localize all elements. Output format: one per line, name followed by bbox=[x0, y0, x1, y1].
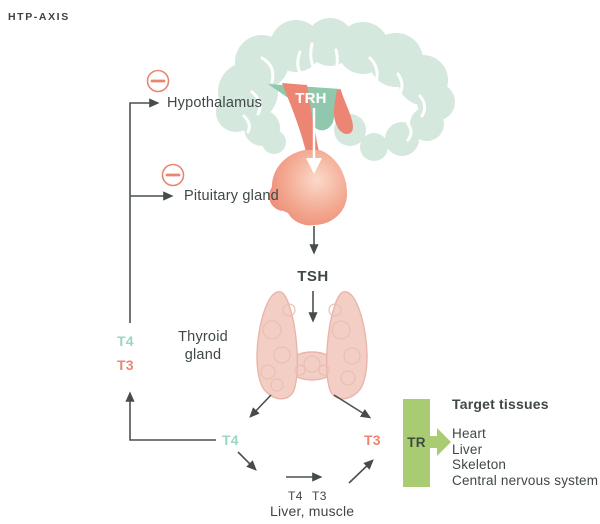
thyroid-icon bbox=[256, 291, 368, 400]
target-tissue-item: Central nervous system bbox=[452, 472, 599, 488]
thyroid-gland-label: Thyroid gland bbox=[178, 329, 228, 363]
minus-icon bbox=[161, 163, 185, 187]
target-tissue-item: Skeleton bbox=[452, 457, 507, 472]
tr-label: TR bbox=[407, 435, 426, 450]
conversion-t4-label: T4 bbox=[288, 489, 303, 503]
arrow-t4-to-conversion bbox=[237, 451, 257, 471]
pituitary-label: Pituitary gland bbox=[184, 188, 279, 204]
conversion-site-label: Liver, muscle bbox=[270, 503, 355, 519]
conversion-t3-label: T3 bbox=[312, 489, 327, 503]
page-title: HTP-AXIS bbox=[8, 11, 70, 23]
feedback-t3-label: T3 bbox=[117, 357, 134, 373]
trh-flow-arrow bbox=[306, 108, 322, 174]
feedback-line-up bbox=[125, 391, 216, 441]
tr-arrow-icon bbox=[428, 428, 451, 456]
target-tissues-heading: Target tissues bbox=[452, 396, 549, 412]
pituitary-icon bbox=[269, 83, 353, 226]
brain-icon bbox=[216, 18, 455, 161]
minus-icon bbox=[146, 69, 170, 93]
arrow-thyroid-to-t4 bbox=[249, 394, 272, 418]
tsh-label: TSH bbox=[297, 268, 329, 285]
t4-label: T4 bbox=[222, 432, 239, 448]
target-tissue-item: Liver bbox=[452, 441, 483, 457]
tr-receptor-box bbox=[403, 399, 451, 487]
target-tissue-item: Heart bbox=[452, 426, 487, 441]
t3-label: T3 bbox=[364, 432, 381, 448]
arrow-thyroid-to-t3 bbox=[333, 394, 372, 419]
hypothalamus-label: Hypothalamus bbox=[167, 95, 263, 111]
target-tissues-list: Heart Liver Skeleton Central nervous sys… bbox=[452, 426, 598, 488]
trh-label: TRH bbox=[295, 90, 327, 107]
feedback-t4-label: T4 bbox=[117, 333, 134, 349]
arrow-conversion-to-t3 bbox=[348, 459, 374, 484]
feedback-line-hypothalamus bbox=[129, 98, 160, 323]
